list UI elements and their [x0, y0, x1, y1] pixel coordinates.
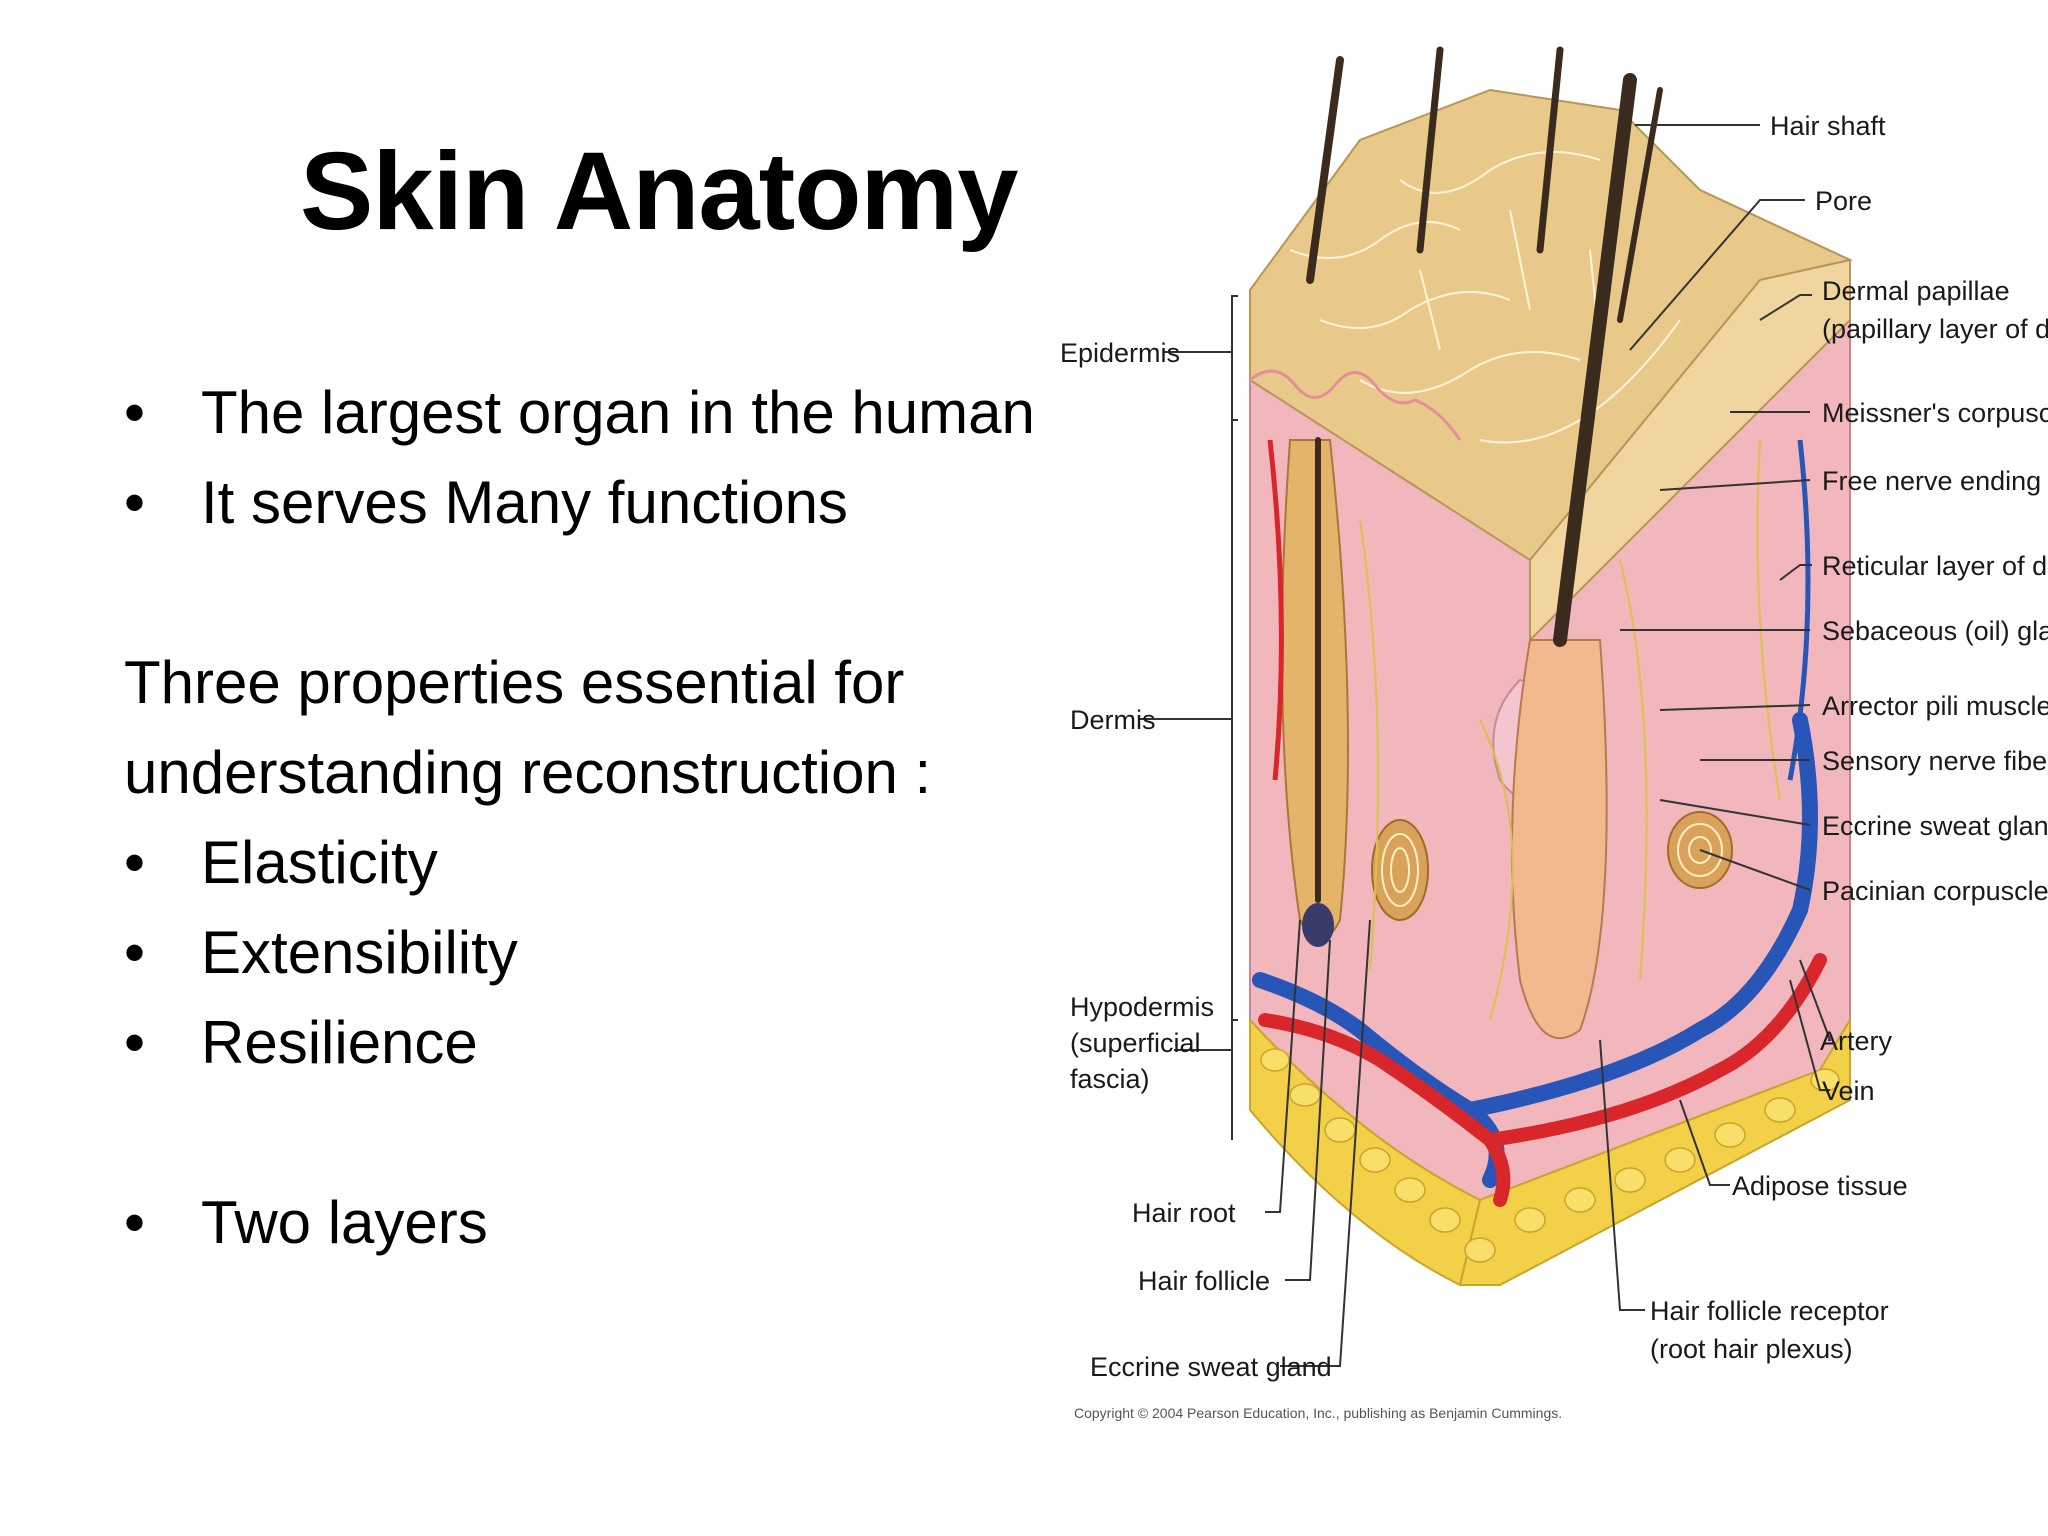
- label-hair-follicle-receptor-2: (root hair plexus): [1650, 1334, 1853, 1364]
- central-follicle: [1511, 639, 1608, 1040]
- label-reticular-layer: Reticular layer of dermis: [1822, 551, 2048, 581]
- bullet-text: The largest organ in the human: [201, 379, 1035, 446]
- skin-block: [1249, 46, 1854, 1287]
- label-pacinian-corpuscle: Pacinian corpuscle: [1822, 876, 2048, 906]
- adipose-cells: [1260, 1048, 1840, 1263]
- label-eccrine-sweat-gland-left: Eccrine sweat gland: [1090, 1352, 1332, 1382]
- spacer: [124, 1088, 1035, 1178]
- papillary-wave: [1249, 369, 1462, 441]
- label-hypodermis-3: fascia): [1070, 1064, 1150, 1094]
- bullet-dot: •: [124, 1009, 146, 1076]
- label-free-nerve-ending: Free nerve ending: [1822, 466, 2041, 496]
- label-epidermis: Epidermis: [1060, 338, 1180, 368]
- bullet-item: • Two layers: [124, 1178, 1035, 1268]
- label-hair-follicle: Hair follicle: [1138, 1266, 1270, 1296]
- label-hair-shaft: Hair shaft: [1770, 111, 1886, 141]
- label-vein: Vein: [1822, 1076, 1875, 1106]
- artery-vessel: [1258, 953, 1827, 1207]
- bullet-item: • The largest organ in the human: [124, 368, 1035, 458]
- nerve-fibers: [1359, 439, 1781, 1021]
- bullet-text: Resilience: [201, 1009, 478, 1076]
- bullet-text: Elasticity: [201, 829, 438, 896]
- label-dermal-papillae: Dermal papillae: [1822, 276, 2010, 306]
- label-adipose-tissue: Adipose tissue: [1732, 1171, 1908, 1201]
- bullet-text: Extensibility: [201, 919, 518, 986]
- label-pore: Pore: [1815, 186, 1872, 216]
- hair-shafts: [1306, 46, 1663, 903]
- pacinian-rings: [1381, 823, 1723, 907]
- label-eccrine-sweat-gland-right: Eccrine sweat gland: [1822, 811, 2048, 841]
- label-artery: Artery: [1820, 1026, 1893, 1056]
- label-hypodermis-2: (superficial: [1070, 1028, 1201, 1058]
- bullet-item: • Extensibility: [124, 908, 1035, 998]
- bullet-text: It serves Many functions: [201, 469, 848, 536]
- label-hair-follicle-receptor: Hair follicle receptor: [1650, 1296, 1889, 1326]
- bullet-dot: •: [124, 469, 146, 536]
- label-dermal-papillae-2: (papillary layer of dermis): [1822, 314, 2048, 344]
- label-hypodermis: Hypodermis: [1070, 992, 1214, 1022]
- copyright-note: Copyright © 2004 Pearson Education, Inc.…: [1074, 1405, 1562, 1421]
- bullet-dot: •: [124, 379, 146, 446]
- small-artery: [1267, 439, 1284, 781]
- epidermis-front: [1529, 258, 1851, 643]
- label-meissner: Meissner's corpuscle: [1822, 398, 2048, 428]
- label-sebaceous-gland: Sebaceous (oil) gland: [1822, 616, 2048, 646]
- bullet-item: • Resilience: [124, 998, 1035, 1088]
- label-dermis: Dermis: [1070, 705, 1156, 735]
- slide-title: Skin Anatomy: [300, 130, 1018, 253]
- bullet-dot: •: [124, 1189, 146, 1256]
- leader-lines: [1265, 124, 1832, 1367]
- label-hair-root: Hair root: [1132, 1198, 1236, 1228]
- bullet-item: • It serves Many functions: [124, 458, 1035, 548]
- spacer: [124, 548, 1035, 638]
- bullet-dot: •: [124, 919, 146, 986]
- label-arrector-pili: Arrector pili muscle: [1822, 691, 2048, 721]
- hair-bulb: [1302, 903, 1334, 947]
- bullet-list: • The largest organ in the human • It se…: [124, 368, 1035, 1268]
- skin-anatomy-diagram: Epidermis Dermis Hypodermis (superficial…: [1060, 20, 2048, 1520]
- bullet-item: • Elasticity: [124, 818, 1035, 908]
- bullet-text: Two layers: [201, 1189, 488, 1256]
- diagram-svg: Epidermis Dermis Hypodermis (superficial…: [1060, 46, 2048, 1421]
- properties-intro-line: Three properties essential for: [124, 649, 905, 716]
- layer-brackets: [1140, 295, 1238, 1140]
- small-vein: [1787, 439, 1811, 781]
- properties-intro-line: understanding reconstruction :: [124, 739, 932, 806]
- bullet-dot: •: [124, 829, 146, 896]
- label-sensory-nerve-fiber: Sensory nerve fiber: [1822, 746, 2048, 776]
